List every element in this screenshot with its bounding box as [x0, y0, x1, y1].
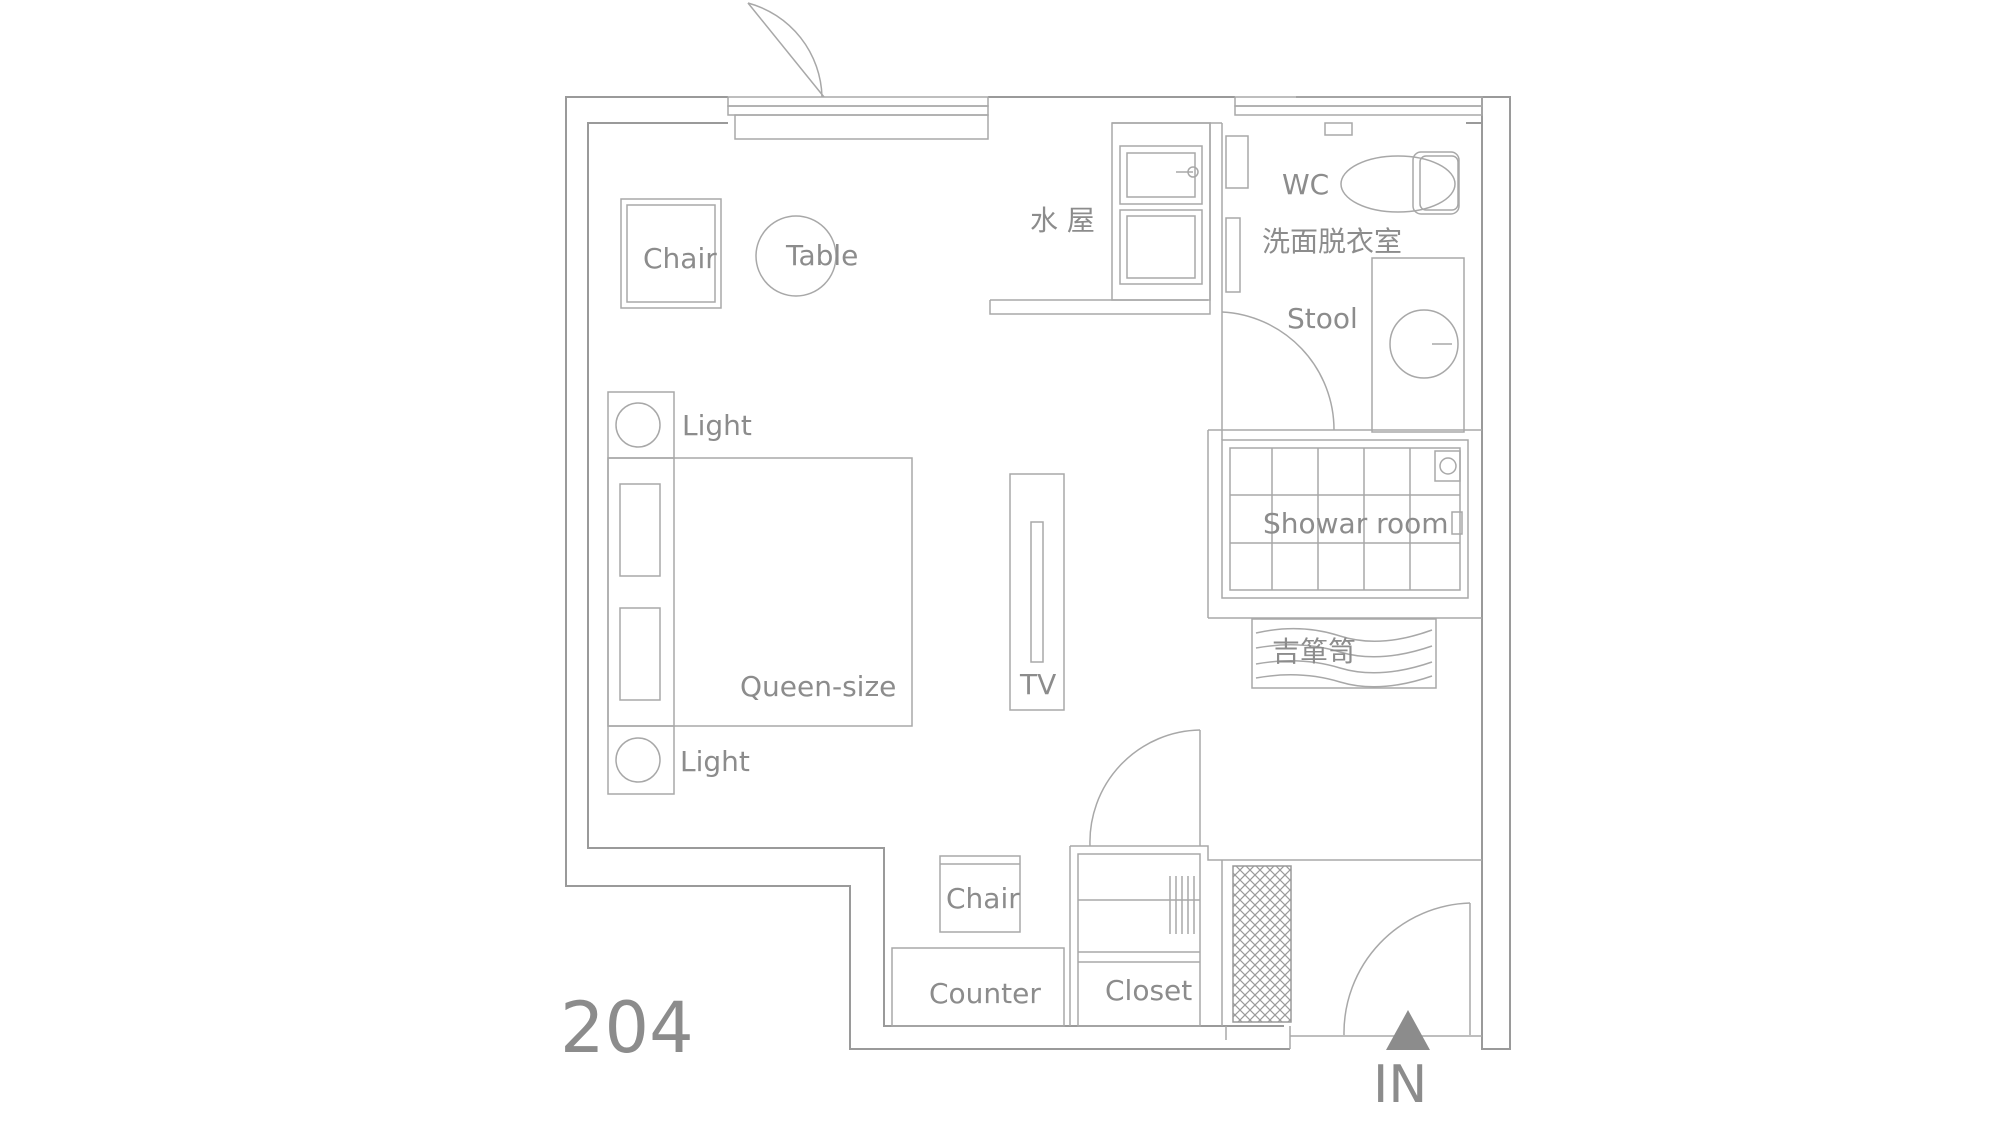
light-top [615, 402, 661, 448]
toilet [1340, 151, 1460, 215]
balcony-door [747, 2, 825, 98]
table [755, 215, 837, 297]
label-table: Table [785, 239, 858, 272]
bathroom-walls [1210, 122, 1249, 312]
label-light-top: Light [682, 409, 752, 442]
label-tv: TV [1019, 668, 1056, 701]
label-wc: WC [1282, 168, 1329, 201]
label-bed: Queen-size [740, 670, 896, 703]
washbasin [1371, 257, 1465, 433]
chair-bottom [939, 855, 1021, 933]
tv-stand [1009, 473, 1065, 711]
label-chair-top: Chair [643, 242, 717, 275]
chair-top [620, 198, 722, 309]
water-room [989, 122, 1211, 315]
label-chair-bottom: Chair [946, 882, 1020, 915]
label-light-bottom: Light [680, 745, 750, 778]
doormat [1232, 865, 1292, 1023]
bathroom-door [1221, 311, 1335, 431]
counter [891, 947, 1065, 1027]
closet-door [1089, 729, 1201, 847]
label-counter: Counter [929, 977, 1041, 1010]
entrance-door [1343, 902, 1471, 1036]
queen-bed [607, 391, 913, 795]
bathroom-lower-wall [1207, 429, 1482, 619]
label-shoe-cabinet: 吉箪笥 [1272, 635, 1356, 668]
label-shower-room: Showar room [1263, 507, 1449, 540]
light-bottom [615, 737, 661, 783]
window-top-right [1234, 96, 1483, 136]
shower-room [1221, 439, 1469, 599]
entrance-arrow-icon [1386, 1010, 1430, 1050]
label-dressing-room: 洗面脱衣室 [1262, 225, 1402, 258]
label-stool: Stool [1287, 302, 1358, 335]
shoe-cabinet [1251, 618, 1437, 689]
label-closet: Closet [1105, 974, 1192, 1007]
entrance-label: IN [1373, 1055, 1427, 1115]
room-number: 204 [560, 987, 694, 1069]
closet [1077, 853, 1201, 1027]
window-top-left [727, 96, 989, 140]
label-water-room: 水 屋 [1030, 204, 1095, 237]
entrance-area [1069, 845, 1482, 1049]
